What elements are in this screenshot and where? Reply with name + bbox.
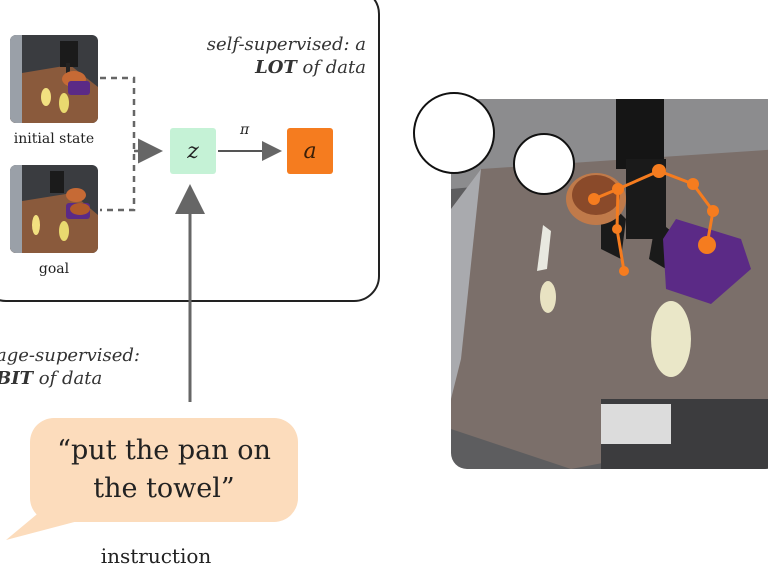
policy-pi-label: π	[240, 122, 250, 138]
self-supervised-label: self-supervised: a LOT of data	[196, 34, 366, 78]
latent-z-node: z	[170, 128, 216, 174]
instruction-text-line2: the towel”	[93, 473, 235, 504]
language-supervised-line2: BIT of data	[0, 368, 166, 389]
language-supervised-bold: BIT	[0, 368, 34, 389]
self-supervised-rest: of data	[296, 57, 366, 78]
self-supervised-line2: LOT of data	[196, 57, 366, 78]
goal-image	[10, 165, 98, 253]
language-supervised-line1: age-supervised:	[0, 345, 140, 366]
instruction-bubble: “put the pan on the towel”	[30, 418, 298, 522]
action-a-node: a	[287, 128, 333, 174]
thought-bubble-small-circle-icon	[513, 133, 575, 195]
initial-state-image	[10, 35, 98, 123]
thought-bubble-large-circle-icon	[413, 92, 495, 174]
instruction-text-line1: “put the pan on	[57, 435, 271, 466]
robot-scene-image	[451, 99, 768, 469]
self-supervised-bold: LOT	[255, 57, 297, 78]
self-supervised-line1: self-supervised: a	[206, 34, 366, 55]
language-supervised-rest: of data	[33, 368, 103, 389]
initial-state-caption: initial state	[13, 131, 95, 147]
language-supervised-label: age-supervised: BIT of data	[0, 345, 166, 389]
goal-caption: goal	[38, 261, 70, 277]
instruction-caption: instruction	[100, 544, 212, 568]
